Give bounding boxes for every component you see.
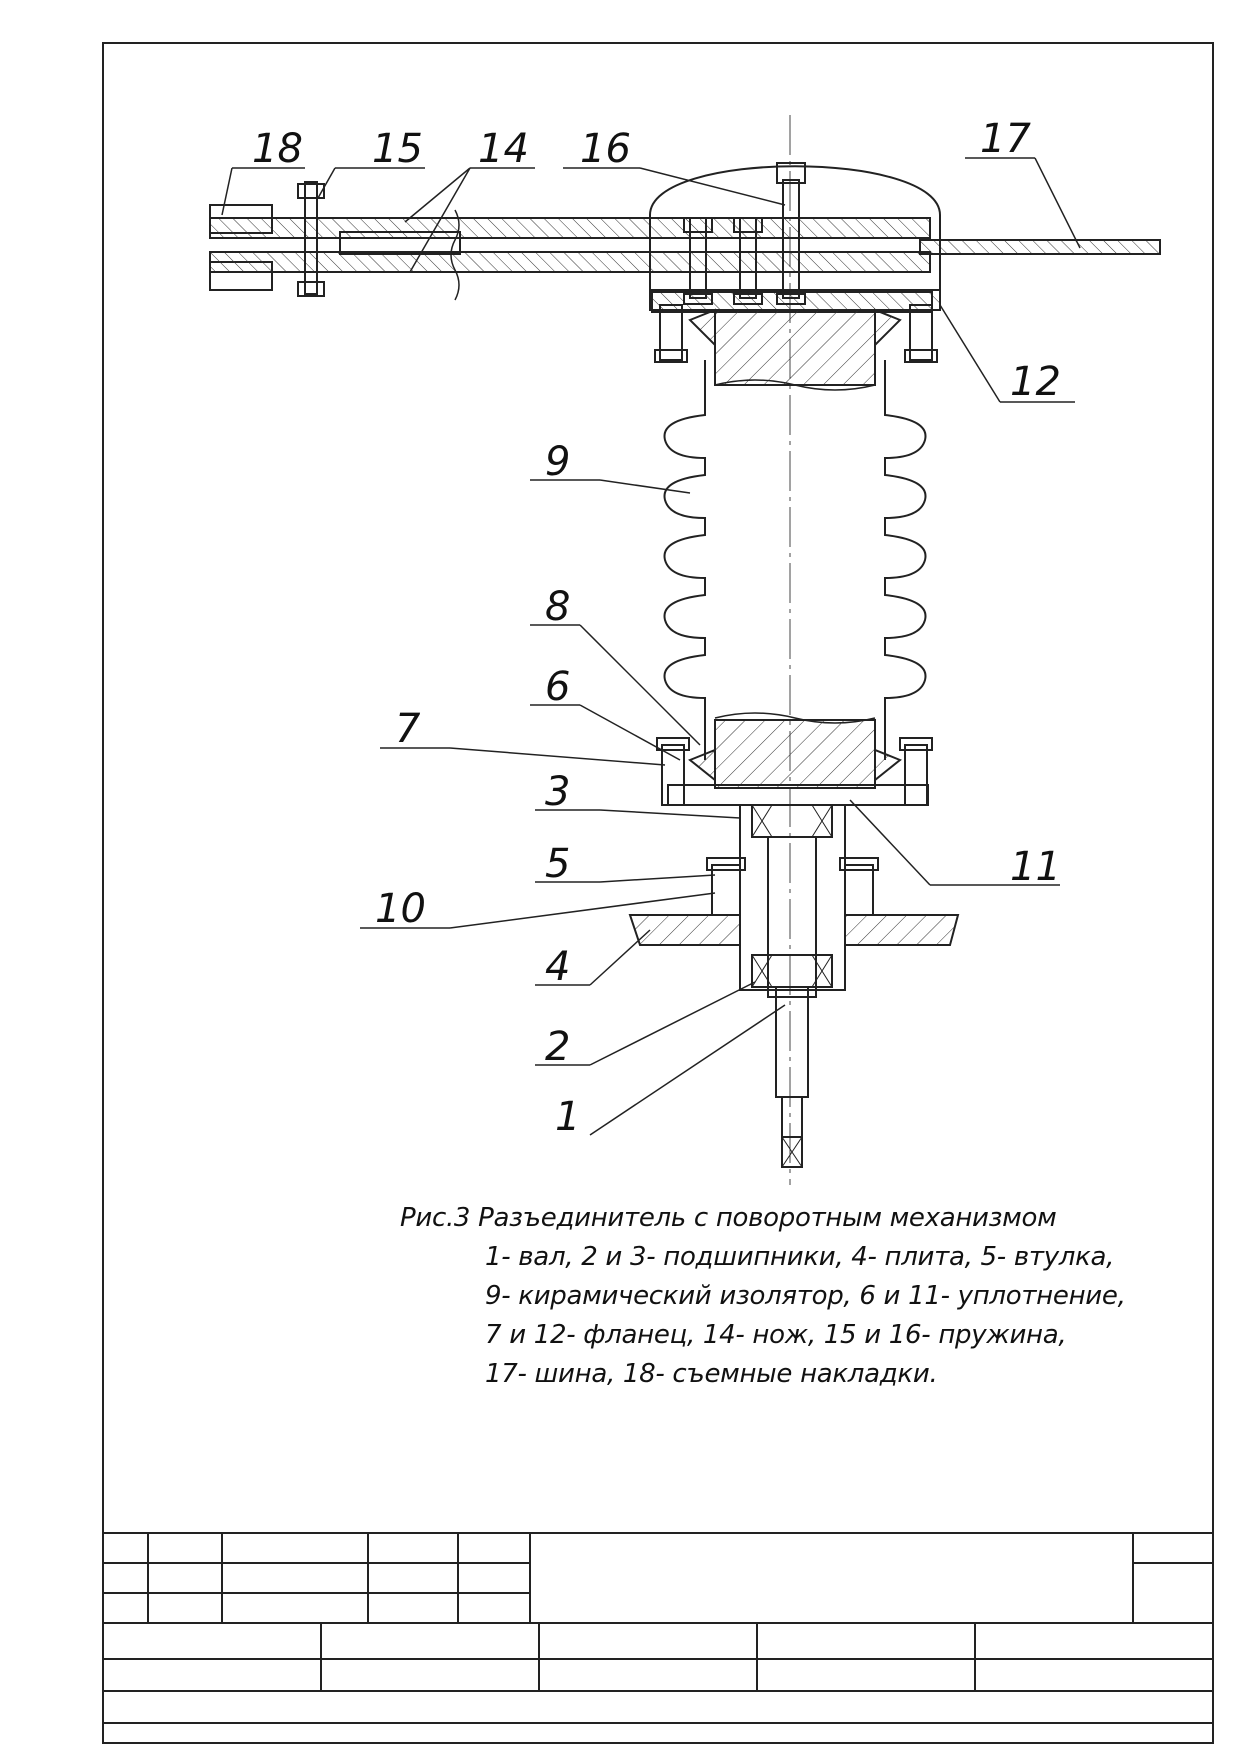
title-block bbox=[102, 1532, 1214, 1724]
callout-5: 5 bbox=[545, 841, 570, 887]
caption-line-2: 9- кирамический изолятор, 6 и 11- уплотн… bbox=[485, 1281, 1126, 1311]
callout-6: 6 bbox=[545, 664, 570, 710]
callout-9: 9 bbox=[545, 439, 570, 485]
callout-12: 12 bbox=[1010, 359, 1061, 405]
callout-15: 15 bbox=[372, 126, 423, 172]
callout-labels: 18 15 14 16 17 12 9 8 6 7 3 5 10 4 2 1 1… bbox=[252, 116, 1061, 1140]
caption-line-3: 7 и 12- фланец, 14- нож, 15 и 16- пружин… bbox=[485, 1320, 1067, 1350]
caption-line-1: 1- вал, 2 и 3- подшипники, 4- плита, 5- … bbox=[485, 1242, 1115, 1272]
callout-17: 17 bbox=[980, 116, 1031, 162]
callout-8: 8 bbox=[545, 584, 570, 630]
caption-title: Рис.3 Разъединитель с поворотным механиз… bbox=[400, 1203, 1057, 1233]
callout-7: 7 bbox=[395, 706, 421, 752]
leader-lines bbox=[221, 157, 1081, 1136]
callout-14: 14 bbox=[478, 126, 529, 172]
blade-assembly bbox=[209, 162, 1161, 311]
callout-2: 2 bbox=[545, 1024, 570, 1070]
upper-flange bbox=[651, 291, 938, 363]
shaft-assembly bbox=[628, 804, 960, 1168]
callout-1: 1 bbox=[555, 1094, 580, 1140]
callout-3: 3 bbox=[545, 769, 570, 815]
ceramic-insulator bbox=[663, 309, 927, 789]
callout-18: 18 bbox=[252, 126, 303, 172]
caption-line-4: 17- шина, 18- съемные накладки. bbox=[485, 1359, 938, 1389]
sheet-frame bbox=[102, 42, 1214, 1744]
callout-4: 4 bbox=[545, 944, 570, 990]
callout-16: 16 bbox=[580, 126, 631, 172]
callout-11: 11 bbox=[1010, 844, 1061, 890]
callout-10: 10 bbox=[375, 886, 426, 932]
